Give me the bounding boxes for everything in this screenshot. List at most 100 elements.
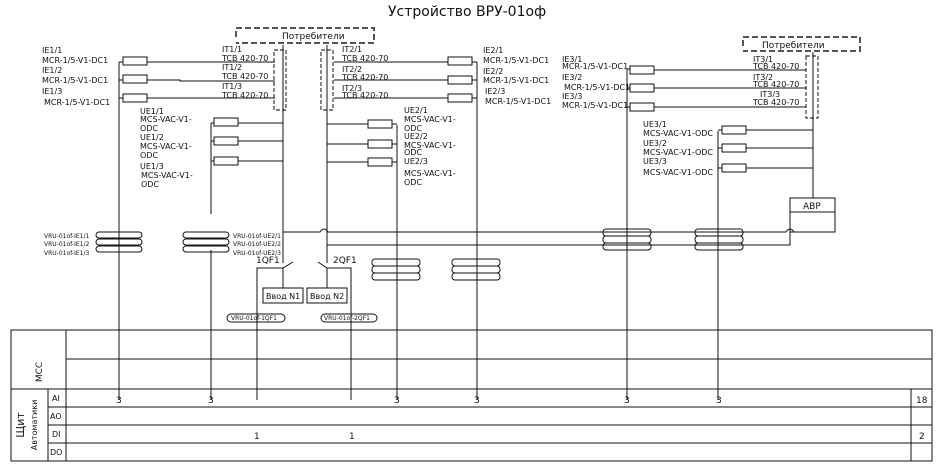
ue-label: UE3/3: [643, 157, 667, 166]
breaker-1qf1: 1QF1 Ввод N1 VRU-01of-1QF1: [226, 256, 304, 400]
cable-bundle-ie1: VRU-01of-IE1/1 VRU-01of-IE1/2 VRU-01of-I…: [44, 231, 143, 257]
ie-model: MCR-1/5-V1-DC1: [44, 98, 110, 107]
it-model: TCB 420-70: [341, 54, 388, 63]
ie-device: [447, 75, 473, 85]
breaker-cable-label: VRU-01of-2QF1: [324, 315, 370, 322]
cable-label: VRU-01of-IE1/2: [44, 241, 89, 248]
consumer-group-label: Потребители: [282, 32, 345, 42]
ue-model: ODC: [140, 151, 158, 160]
ue-model: ODC: [404, 124, 422, 133]
ie-label: IE3/3: [562, 92, 582, 101]
ie-device: [122, 74, 148, 84]
ue-label: UE1/1: [140, 107, 164, 116]
ie-device: [122, 93, 148, 103]
ie-label: IE3/2: [562, 73, 582, 82]
ue-device: [213, 156, 239, 166]
feeder-line-2: [327, 232, 791, 246]
ue-label: UE3/2: [643, 139, 667, 148]
section-3-it: IT3/1 TCB 420-70 IT3/2 TCB 420-70 IT3/3 …: [752, 55, 799, 107]
ie-device: [629, 65, 655, 75]
consumer-sensor-block-1: [273, 49, 287, 111]
signal-type-do: DO: [50, 448, 62, 457]
ai-count: 3: [394, 396, 400, 406]
consumer-group-frame: [235, 27, 375, 44]
ue-device: [367, 119, 393, 129]
signal-type-ai: AI: [52, 394, 60, 403]
it-model: TCB 420-70: [221, 72, 268, 81]
breaker-cable-label: VRU-01of-1QF1: [231, 315, 277, 322]
it-label: IT1/2: [222, 63, 242, 72]
ue-label: UE1/3: [140, 162, 164, 171]
panel-label: Автоматики: [30, 400, 39, 451]
ue-model: ODC: [140, 124, 158, 133]
it-label: IT3/2: [753, 73, 773, 82]
ie-model: MCR-1/5-V1-DC1: [562, 101, 628, 110]
diagram-title: Устройство ВРУ-01оф: [388, 4, 546, 20]
input-label: Ввод N2: [310, 292, 344, 301]
it-model: TCB 420-70: [221, 54, 268, 63]
signal-type-di: DI: [52, 430, 61, 439]
ue-model: MCS-VAC-V1-: [404, 115, 456, 124]
ue-device: [367, 157, 393, 167]
section-3-ue: UE3/1 MCS-VAC-V1-ODC UE3/2 MCS-VAC-V1-OD…: [643, 120, 813, 400]
consumer-sensor-block-3: [805, 55, 819, 119]
cable-label: VRU-01of-IE1/1: [44, 233, 89, 240]
ue-model: MCS-VAC-V1-: [141, 171, 193, 180]
section-1-ie: IE1/1 MCR-1/5-V1-DC1 IE1/2 MCR-1/5-V1-DC…: [42, 46, 275, 400]
ai-count: 3: [716, 396, 722, 406]
it-label: IT1/1: [222, 45, 242, 54]
ai-count: 3: [116, 396, 122, 406]
ie-label: IE2/1: [483, 46, 503, 55]
ie-label: IE3/1: [562, 55, 582, 64]
ie-label: IE1/3: [42, 87, 62, 96]
ue-model: MCS-VAC-V1-: [140, 115, 192, 124]
ue-label: UE2/2: [404, 132, 428, 141]
ue-device: [721, 143, 747, 153]
ie-label: IE2/2: [483, 67, 503, 76]
section-1-it: IT1/1 TCB 420-70 IT1/2 TCB 420-70 IT1/3 …: [221, 45, 268, 100]
it-label: IT2/1: [342, 45, 362, 54]
ie-label: IE1/2: [42, 66, 62, 75]
ue-model: MCS-VAC-V1-ODC: [643, 148, 713, 157]
it-label: IT3/3: [760, 90, 780, 99]
cable-bundle-ie2: [451, 258, 501, 281]
section-1-ue: UE1/1 MCS-VAC-V1- ODC UE1/2 MCS-VAC-V1- …: [140, 107, 283, 400]
di-count: 1: [349, 432, 355, 442]
ue-model: MCS-VAC-V1-: [404, 169, 456, 178]
input-box-1: [262, 287, 304, 304]
mcc-label: MCC: [35, 362, 45, 382]
cable-bundle-ie3: [602, 228, 652, 251]
avr-block: АВР: [789, 197, 836, 233]
panel-label: Щит: [14, 412, 27, 438]
ie-model: MCR-1/5-V1-DC1: [42, 56, 108, 65]
it-model: TCB 420-70: [752, 62, 799, 71]
ue-device: [213, 136, 239, 146]
io-table: MCC Щит Автоматики AI AO DI DO 3 3 3 3 3…: [10, 329, 933, 462]
it-model: TCB 420-70: [752, 98, 799, 107]
ie-device: [629, 102, 655, 112]
ie-label: IE1/1: [42, 46, 62, 55]
ue-label: UE2/3: [404, 157, 428, 166]
section-2-ie: IE2/1 MCR-1/5-V1-DC1 IE2/2 MCR-1/5-V1-DC…: [334, 46, 551, 400]
ie-model: MCR-1/5-V1-DC1: [42, 76, 108, 85]
ue-label: UE3/1: [643, 120, 667, 129]
cable-bundle-ue3: [694, 228, 744, 251]
cable-bundle-ue1: VRU-01of-UE2/1 VRU-01of-UE2/2 VRU-01of-U…: [182, 231, 281, 257]
consumer-group-label: Потребители: [762, 41, 825, 51]
ue-device: [721, 163, 747, 173]
ai-count: 3: [474, 396, 480, 406]
ai-total: 18: [916, 396, 928, 406]
feeder-line-1: [283, 228, 835, 233]
it-label: IT3/1: [753, 55, 773, 64]
ue-device: [367, 139, 393, 149]
it-label: IT2/2: [342, 65, 362, 74]
input-box-2: [306, 287, 348, 304]
ie-device: [629, 83, 655, 93]
ue-model: MCS-VAC-V1-ODC: [643, 129, 713, 138]
ue-label: UE2/1: [404, 106, 428, 115]
ue-model: ODC: [404, 148, 422, 157]
breaker-label: 1QF1: [256, 256, 280, 266]
it-model: TCB 420-70: [221, 91, 268, 100]
ue-label: UE1/2: [140, 133, 164, 142]
